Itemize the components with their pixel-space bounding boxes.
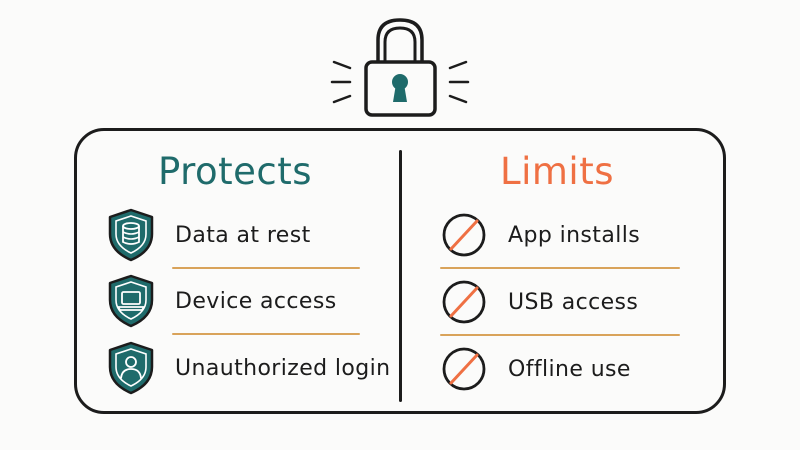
protect-item-unauthorized-login: Unauthorized login xyxy=(105,340,391,396)
protect-item-label: Device access xyxy=(175,288,337,314)
limit-item-label: USB access xyxy=(508,289,639,315)
shield-laptop-icon xyxy=(105,273,157,329)
limit-item-offline-use: Offline use xyxy=(438,341,631,397)
prohibited-icon xyxy=(438,341,490,397)
row-separator xyxy=(440,334,680,336)
padlock-icon xyxy=(328,6,472,124)
limits-title: Limits xyxy=(500,150,614,193)
protects-title: Protects xyxy=(157,150,313,193)
limit-item-usb-access: USB access xyxy=(438,274,638,330)
protect-item-device-access: Device access xyxy=(105,273,337,329)
protect-item-label: Data at rest xyxy=(175,222,311,248)
shield-user-icon xyxy=(105,340,157,396)
protect-item-data-at-rest: Data at rest xyxy=(105,207,311,263)
shield-database-icon xyxy=(105,207,157,263)
comparison-card xyxy=(74,128,726,414)
limit-item-label: App installs xyxy=(508,222,641,248)
row-separator xyxy=(440,267,680,269)
column-divider xyxy=(399,150,402,402)
row-separator xyxy=(172,333,360,335)
prohibited-icon xyxy=(438,274,490,330)
limit-item-app-installs: App installs xyxy=(438,207,640,263)
protect-item-label: Unauthorized login xyxy=(175,355,391,381)
prohibited-icon xyxy=(438,207,490,263)
row-separator xyxy=(172,267,360,269)
limit-item-label: Offline use xyxy=(508,356,631,382)
